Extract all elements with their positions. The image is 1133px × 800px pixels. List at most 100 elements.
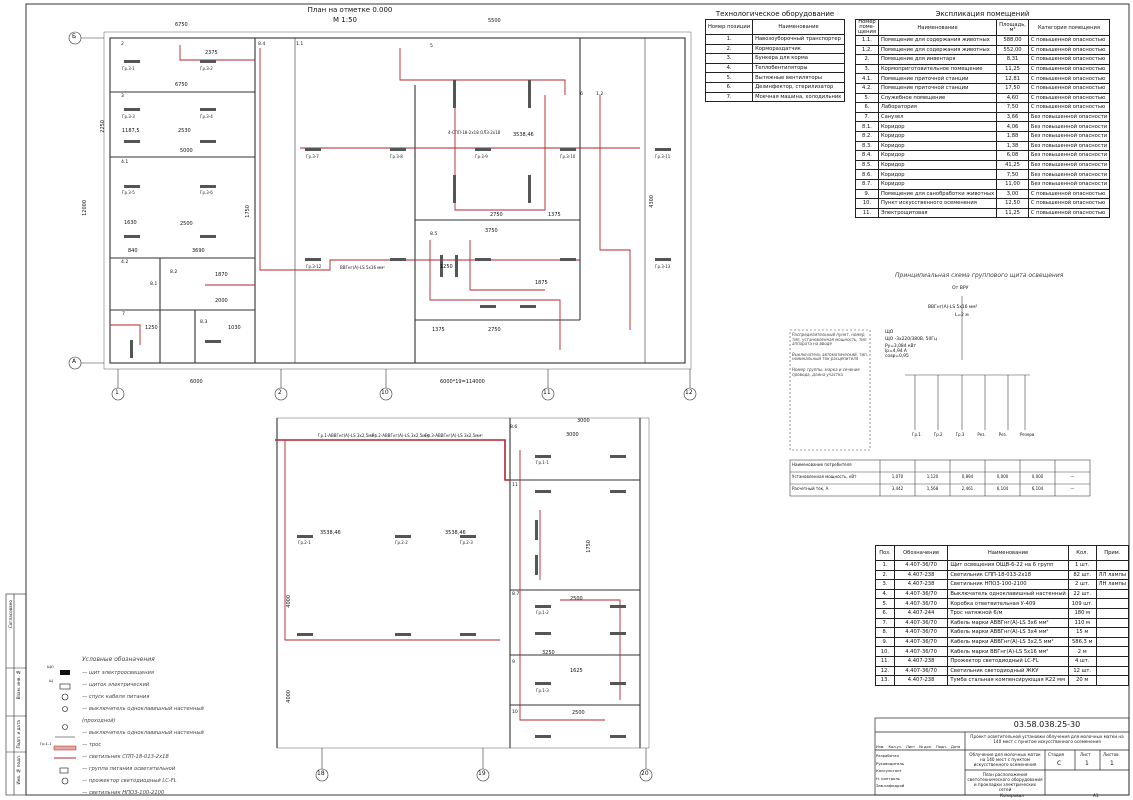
dim: 2530 <box>178 128 191 134</box>
cell: 8. <box>875 627 895 638</box>
dim: 3538,46 <box>513 132 534 138</box>
dim: 2500 <box>572 710 585 716</box>
dim: 5000 <box>180 148 193 154</box>
schematic-panel: ЩО <box>885 330 894 335</box>
legend-item: — группа питания осветительной <box>82 766 176 772</box>
cell: Бункера для корма <box>752 53 845 64</box>
cell <box>1095 598 1130 609</box>
cell: 4 шт. <box>1067 655 1097 667</box>
column-header: Наименование <box>877 19 998 36</box>
cell: Трос натяжной 6/м <box>947 607 1069 619</box>
cell: 180 м <box>1067 607 1097 619</box>
cell: 8.7. <box>855 178 879 190</box>
cable-label: ВВГнг(А)-LS 5х16 мм² <box>340 265 385 270</box>
axis-1: 1 <box>115 389 119 396</box>
cell: 7. <box>855 111 879 123</box>
dim: 1630 <box>124 220 137 226</box>
cell: 41,25 <box>996 159 1029 171</box>
room-num: 8.7 <box>512 592 520 597</box>
stamp-role: Разработал <box>876 753 900 758</box>
axis-B: Б <box>72 33 77 40</box>
side-stamp-inv: Взам. инв. № <box>16 670 21 700</box>
cell: 10. <box>875 646 895 657</box>
upper-cabling <box>110 45 640 350</box>
cell: 7. <box>875 617 895 629</box>
column-header: Номер позиции <box>704 19 754 35</box>
cell: 11. <box>855 207 879 219</box>
cell: 11,25 <box>996 207 1029 219</box>
schematic-feed: От ВРУ <box>952 286 969 291</box>
cell: 5. <box>875 598 895 609</box>
cell: 2 м <box>1067 646 1097 657</box>
cell: Без повышенной опасности <box>1027 169 1111 180</box>
format-label: А1 <box>1093 793 1099 798</box>
schematic-cable: ВВГнг(А)-LS 5х16 мм² <box>928 305 978 310</box>
cell: 15 м <box>1067 627 1097 638</box>
cell: 2 шт. <box>1067 579 1097 590</box>
load-cell: 1,070 <box>891 474 904 479</box>
cell: Выключатель одноклавишный настенный <box>947 588 1069 600</box>
column-header: Прим. <box>1095 545 1130 561</box>
dim: 1750 <box>245 205 251 218</box>
cell: 6. <box>875 607 895 619</box>
cell: 1.1. <box>855 35 879 46</box>
project-title: Проект осветительной установки облучения… <box>970 734 1124 744</box>
table-row: 1.Навозоуборочный транспортер <box>704 34 845 45</box>
load-cell: Установленная мощность, кВт <box>792 474 857 479</box>
cell: Кабель марки АВВГнг(А)-LS 3х6 мм² <box>947 617 1069 629</box>
stamp-col-head: № док. <box>919 745 933 749</box>
fixture-label: Гр.3-5 <box>122 190 135 195</box>
luminaire-note: 4-СПП-18-2х18 ОЛЗ-2х18 <box>448 130 501 135</box>
cell: 5. <box>855 92 879 104</box>
stage-header: Стадия <box>1048 752 1065 757</box>
cell <box>1095 646 1130 657</box>
cell: Светильник НПО3-100-2100 <box>947 579 1069 590</box>
upper-luminaires <box>124 60 671 358</box>
dim: 4000 <box>286 690 292 703</box>
cell: 4.407-36/70 <box>893 560 949 571</box>
fixture-label: Гр.1-2 <box>536 610 549 615</box>
group-label: Рез. <box>998 432 1007 437</box>
dim: 6000 <box>190 379 203 385</box>
cell: 8.1. <box>855 121 879 132</box>
cell: Лаборатория <box>877 102 998 113</box>
cell: С повышенной опасностью <box>1027 73 1111 84</box>
cell: Служебное помещение <box>877 92 998 104</box>
schematic-params: Ру=3,084 кВт Ip=4,94 А cosφ=0,95 <box>885 344 916 359</box>
cell: 3. <box>704 53 754 64</box>
dim: 3000 <box>566 432 579 438</box>
stamp-col-head: Изм. <box>876 745 885 749</box>
cell <box>1095 607 1130 619</box>
param: cosφ=0,95 <box>885 354 909 359</box>
fixture-label: Гр.2-2 <box>395 540 408 545</box>
cell: 6. <box>704 81 754 93</box>
dim: 1375 <box>548 212 561 218</box>
load-cell: 0,000 <box>1031 474 1044 479</box>
cell: Санузел <box>877 111 998 123</box>
cell <box>1095 655 1130 667</box>
axis-19: 19 <box>478 770 486 777</box>
cell: Без повышенной опасности <box>1027 140 1111 152</box>
group-label: Рез. <box>977 432 986 437</box>
cell: 7,50 <box>996 169 1029 180</box>
cell: С повышенной опасностью <box>1027 54 1111 65</box>
cable-label: Гр.3-АВВГнг(А)-LS 3х2,5мм² <box>425 433 483 438</box>
cell: 4.407-238 <box>893 675 949 686</box>
cell: 6. <box>855 102 879 113</box>
table-header-row: Номер позиции Наименование <box>704 19 845 35</box>
group-label: Гр.2 <box>933 432 943 437</box>
room-num: 8.6 <box>510 425 518 430</box>
axis-A: А <box>72 358 77 365</box>
fixture-label: Гр.3-9 <box>475 154 488 159</box>
dim: 3750 <box>485 228 498 234</box>
legend-symbols <box>53 670 77 785</box>
dim: 2375 <box>205 50 218 56</box>
cell: 4.1. <box>855 73 879 84</box>
table-row: 7.Моечная машина, холодильник <box>704 91 845 103</box>
